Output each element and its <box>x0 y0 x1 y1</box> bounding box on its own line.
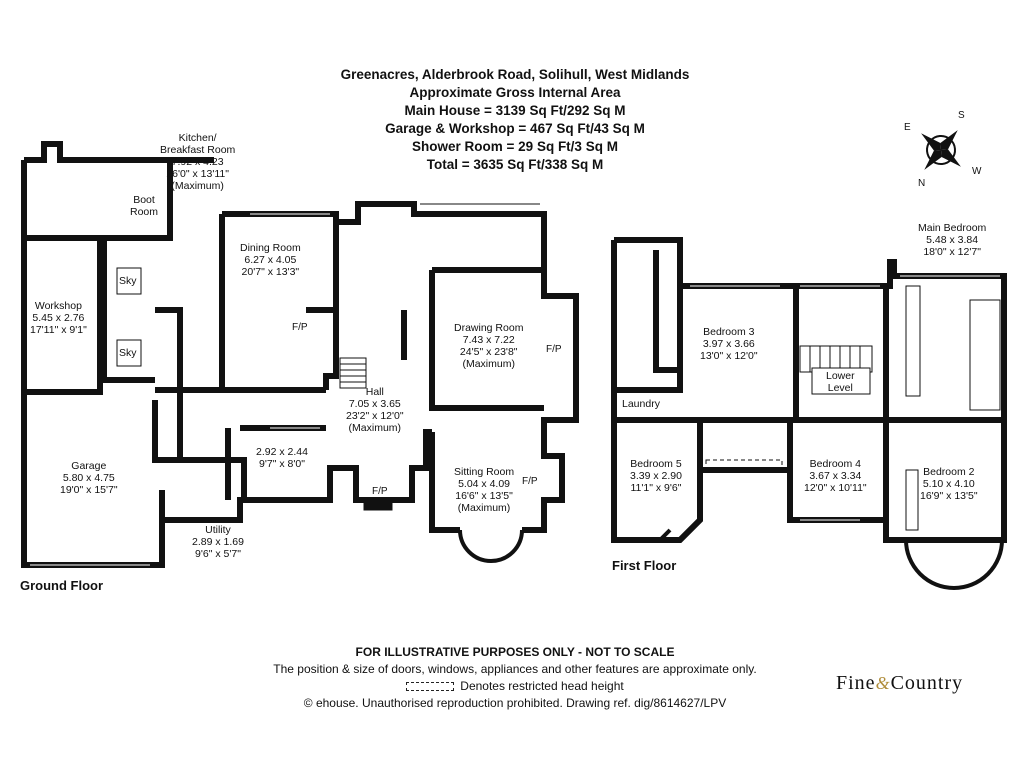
main-house-area: Main House = 3139 Sq Ft/292 Sq M <box>404 103 626 118</box>
lower-level-label: Lower Level <box>826 370 855 394</box>
fireplace-label: F/P <box>522 476 538 487</box>
ground-floor-title: Ground Floor <box>20 578 104 593</box>
compass-w: W <box>972 166 982 177</box>
not-to-scale-notice: FOR ILLUSTRATIVE PURPOSES ONLY - NOT TO … <box>355 645 675 659</box>
shower-room-area: Shower Room = 29 Sq Ft/3 Sq M <box>412 139 618 154</box>
area-heading: Approximate Gross Internal Area <box>409 85 621 100</box>
first-floor-title: First Floor <box>612 558 677 573</box>
address-title: Greenacres, Alderbrook Road, Solihull, W… <box>340 67 690 82</box>
dining-room-label: Dining Room 6.27 x 4.05 20'7" x 13'3" <box>240 242 301 278</box>
disclaimer-footer: FOR ILLUSTRATIVE PURPOSES ONLY - NOT TO … <box>200 644 830 712</box>
compass-e: E <box>904 122 911 133</box>
fine-country-logo: Fine&Country <box>836 672 964 694</box>
garage-area: Garage & Workshop = 467 Sq Ft/43 Sq M <box>385 121 645 136</box>
fireplace-label: F/P <box>546 344 562 355</box>
fireplace-label: F/P <box>372 486 388 497</box>
hall-label: Hall 7.05 x 3.65 23'2" x 12'0" (Maximum) <box>346 386 404 434</box>
main-bedroom-label: Main Bedroom 5.48 x 3.84 18'0" x 12'7" <box>918 222 987 258</box>
boot-room-label: Boot Room <box>130 194 159 218</box>
drawing-room-label: Drawing Room 7.43 x 7.22 24'5" x 23'8" (… <box>454 322 524 370</box>
bedroom-5-label: Bedroom 5 3.39 x 2.90 11'1" x 9'6" <box>630 458 682 494</box>
small-room-label: 2.92 x 2.44 9'7" x 8'0" <box>256 446 308 470</box>
bedroom-2-label: Bedroom 2 5.10 x 4.10 16'9" x 13'5" <box>920 466 978 502</box>
copyright-notice: © ehouse. Unauthorised reproduction proh… <box>303 696 727 710</box>
skylight-label: Sky <box>119 347 137 359</box>
bedroom-3-label: Bedroom 3 3.97 x 3.66 13'0" x 12'0" <box>700 326 758 362</box>
compass-icon: E S N W <box>896 108 986 194</box>
sitting-room-label: Sitting Room 5.04 x 4.09 16'6" x 13'5" (… <box>454 466 515 514</box>
garage-label: Garage 5.80 x 4.75 19'0" x 15'7" <box>60 460 118 496</box>
fireplace-label: F/P <box>292 322 308 333</box>
laundry-label: Laundry <box>622 398 660 410</box>
compass-s: S <box>958 110 965 121</box>
workshop-label: Workshop 5.45 x 2.76 17'11" x 9'1" <box>30 300 87 336</box>
approximation-notice: The position & size of doors, windows, a… <box>273 662 757 676</box>
kitchen-label: Kitchen/ Breakfast Room 7.92 x 4.23 26'0… <box>160 132 236 192</box>
head-height-legend: Denotes restricted head height <box>200 678 830 695</box>
compass-n: N <box>918 178 926 189</box>
bedroom-4-label: Bedroom 4 3.67 x 3.34 12'0" x 10'11" <box>804 458 867 494</box>
dashed-box-icon <box>406 682 455 692</box>
plan-header: Greenacres, Alderbrook Road, Solihull, W… <box>200 66 830 174</box>
skylight-label: Sky <box>119 275 137 287</box>
total-area: Total = 3635 Sq Ft/338 Sq M <box>426 157 604 172</box>
utility-label: Utility 2.89 x 1.69 9'6" x 5'7" <box>192 524 244 560</box>
